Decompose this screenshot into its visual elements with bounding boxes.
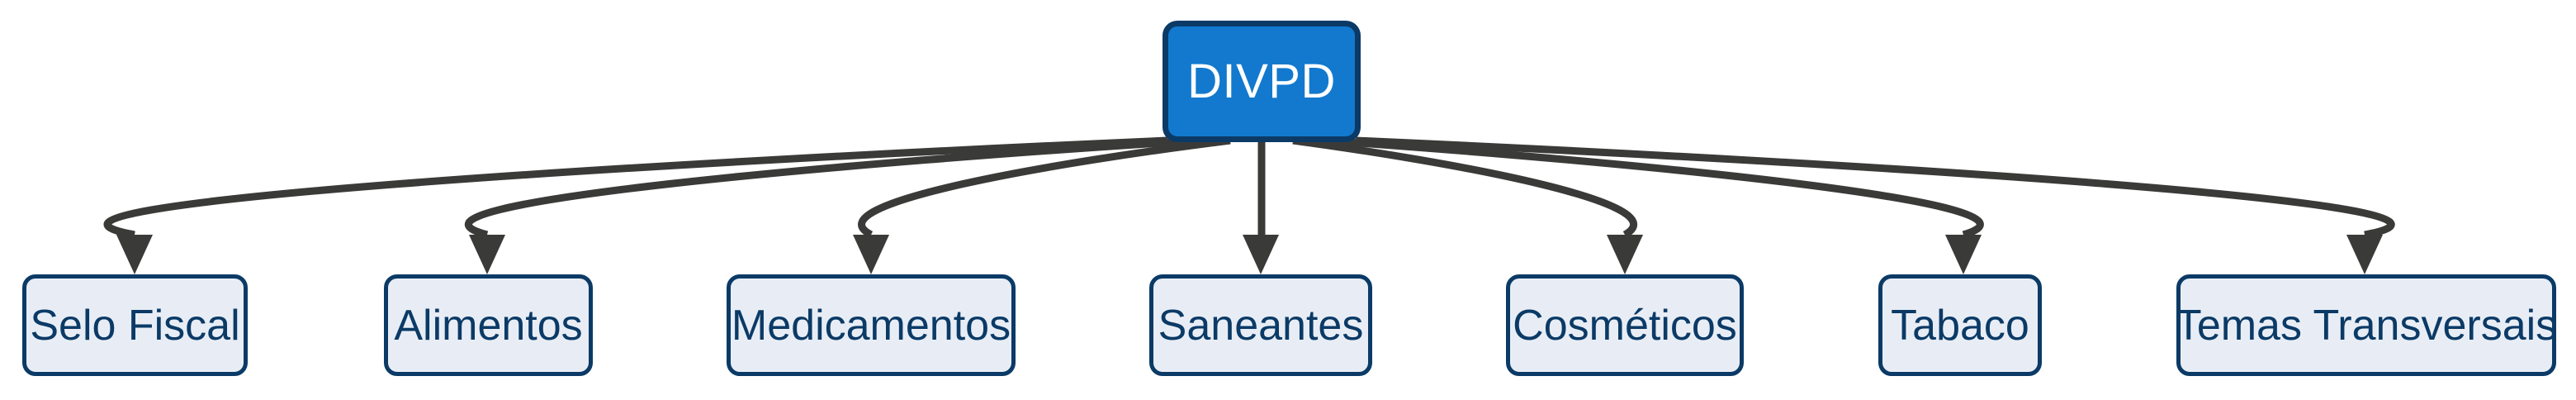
node-alimentos-label: Alimentos <box>394 301 583 350</box>
edge-divpd-to-temas-transversais <box>1355 136 2395 239</box>
arrowhead-icon-cosmeticos <box>1607 235 1643 274</box>
node-tabaco-label: Tabaco <box>1891 301 2029 350</box>
edge-divpd-to-medicamentos <box>858 136 1231 238</box>
edge-divpd-to-cosmeticos <box>1292 136 1637 238</box>
node-divpd[interactable]: DIVPD <box>1163 21 1361 142</box>
edge-divpd-to-selo-fiscal <box>103 136 1168 239</box>
edge-divpd-to-alimentos <box>464 136 1200 239</box>
node-medicamentos[interactable]: Medicamentos <box>727 274 1016 376</box>
arrowhead-icon-alimentos <box>469 235 505 274</box>
node-alimentos[interactable]: Alimentos <box>384 274 593 376</box>
node-divpd-label: DIVPD <box>1187 54 1336 108</box>
arrowhead-icon-selo-fiscal <box>116 235 153 274</box>
arrowhead-icon-tabaco <box>1945 235 1982 274</box>
node-selo-fiscal-label: Selo Fiscal <box>30 301 240 350</box>
node-cosmeticos-label: Cosméticos <box>1513 301 1737 350</box>
arrowhead-icon-saneantes <box>1243 235 1279 274</box>
node-temas-transversais[interactable]: Temas Transversais <box>2175 274 2558 376</box>
node-cosmeticos[interactable]: Cosméticos <box>1506 274 1744 376</box>
node-temas-transversais-label: Temas Transversais <box>2175 301 2558 350</box>
node-selo-fiscal[interactable]: Selo Fiscal <box>22 274 248 376</box>
edge-divpd-to-tabaco <box>1324 136 1984 239</box>
node-medicamentos-label: Medicamentos <box>731 301 1011 350</box>
node-saneantes[interactable]: Saneantes <box>1149 274 1372 376</box>
arrowhead-icon-temas-transversais <box>2346 235 2383 274</box>
arrowhead-icon-medicamentos <box>853 235 889 274</box>
node-saneantes-label: Saneantes <box>1158 301 1364 350</box>
node-tabaco[interactable]: Tabaco <box>1878 274 2042 376</box>
